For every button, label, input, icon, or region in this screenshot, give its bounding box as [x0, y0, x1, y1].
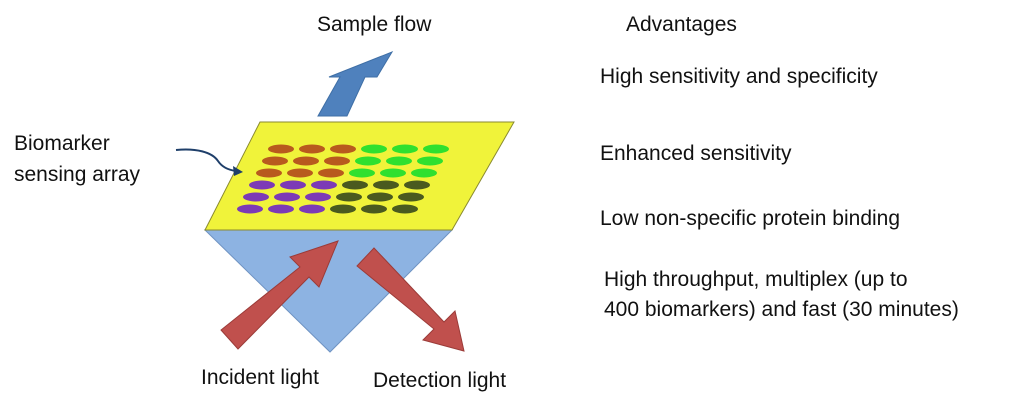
sensing-spot — [305, 192, 331, 202]
detection-light-label: Detection light — [373, 369, 507, 392]
sensing-spot — [404, 180, 430, 190]
sensing-spot — [262, 156, 288, 166]
sensing-spot — [355, 156, 381, 166]
sensing-spot — [243, 192, 269, 202]
pointer-arrowhead-icon — [233, 166, 243, 176]
advantage-item: High throughput, multiplex (up to — [604, 268, 908, 291]
sensing-spot — [249, 180, 275, 190]
sensing-spot — [268, 144, 294, 154]
sensing-spot — [392, 144, 418, 154]
sensing-spot — [411, 168, 437, 178]
sensing-spot — [342, 180, 368, 190]
sensing-spot — [398, 192, 424, 202]
sensing-spot — [361, 144, 387, 154]
advantage-item: High sensitivity and specificity — [600, 65, 878, 88]
sensing-spot — [380, 168, 406, 178]
advantage-item: Low non-specific protein binding — [600, 207, 901, 230]
sensing-spot — [268, 204, 294, 214]
sensing-spot — [330, 204, 356, 214]
sensing-spot — [299, 204, 325, 214]
sensing-spot — [318, 168, 344, 178]
sensing-spot — [423, 144, 449, 154]
sample-flow-label: Sample flow — [317, 13, 432, 36]
advantages-heading: Advantages — [626, 13, 737, 36]
incident-light-label: Incident light — [201, 366, 319, 389]
incident-light-arrow — [220, 240, 339, 350]
sensing-spot — [293, 156, 319, 166]
sensing-spot — [237, 204, 263, 214]
sensing-spot — [367, 192, 393, 202]
sensing-spot — [392, 204, 418, 214]
sensing-spot — [280, 180, 306, 190]
sensing-spot — [330, 144, 356, 154]
spot-array — [237, 144, 449, 214]
detection-light-arrow — [356, 247, 465, 352]
biomarker-label-line2: sensing array — [14, 163, 141, 186]
sensing-spot — [299, 144, 325, 154]
sensing-spot — [311, 180, 337, 190]
pointer-curve — [175, 148, 237, 172]
sensing-spot — [336, 192, 362, 202]
sensing-spot — [256, 168, 282, 178]
advantage-item: Enhanced sensitivity — [600, 142, 792, 165]
sensing-spot — [373, 180, 399, 190]
sensing-spot — [361, 204, 387, 214]
sensing-spot — [287, 168, 313, 178]
sample-flow-arrow — [317, 50, 394, 117]
sensing-spot — [349, 168, 375, 178]
sensing-spot — [417, 156, 443, 166]
sensing-spot — [324, 156, 350, 166]
biomarker-label-line1: Biomarker — [14, 132, 110, 155]
sensing-spot — [386, 156, 412, 166]
sensing-spot — [274, 192, 300, 202]
advantage-item: 400 biomarkers) and fast (30 minutes) — [604, 298, 959, 321]
